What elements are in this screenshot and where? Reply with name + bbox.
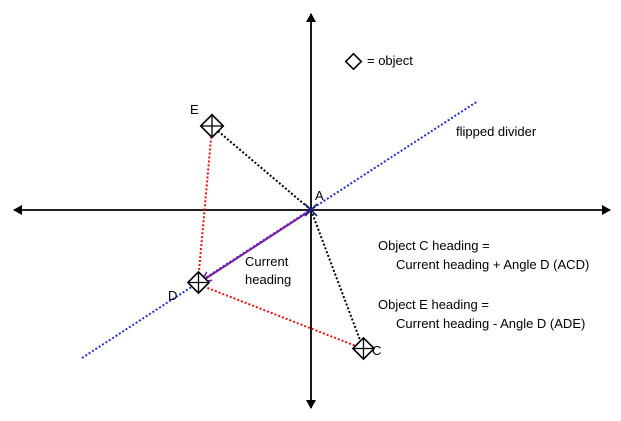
point-a-marker: [304, 203, 318, 217]
formula-c-line1: Object C heading =: [378, 238, 490, 253]
point-c-label: C: [372, 343, 382, 358]
point-a-label: A: [315, 188, 324, 203]
heading-label-line1: Current: [245, 254, 289, 269]
point-d-label: D: [168, 288, 178, 303]
object-c: [351, 336, 376, 361]
construction-d-e: [197, 127, 213, 283]
current-heading-vector: [202, 209, 312, 281]
point-e-label: E: [190, 102, 199, 117]
formula-c-line2: Current heading + Angle D (ACD): [396, 257, 590, 272]
legend-label: = object: [367, 53, 413, 68]
link-a-c: [310, 209, 364, 349]
heading-label-line2: heading: [245, 272, 292, 287]
object-d: [186, 270, 211, 295]
formula-e-line2: Current heading - Angle D (ADE): [396, 316, 586, 331]
formula-e-line1: Object E heading =: [378, 297, 489, 312]
construction-d-c: [199, 284, 362, 349]
legend-object-icon: [344, 52, 363, 71]
object-e: [199, 113, 225, 139]
link-a-e: [211, 125, 312, 211]
divider-label: flipped divider: [456, 124, 537, 139]
